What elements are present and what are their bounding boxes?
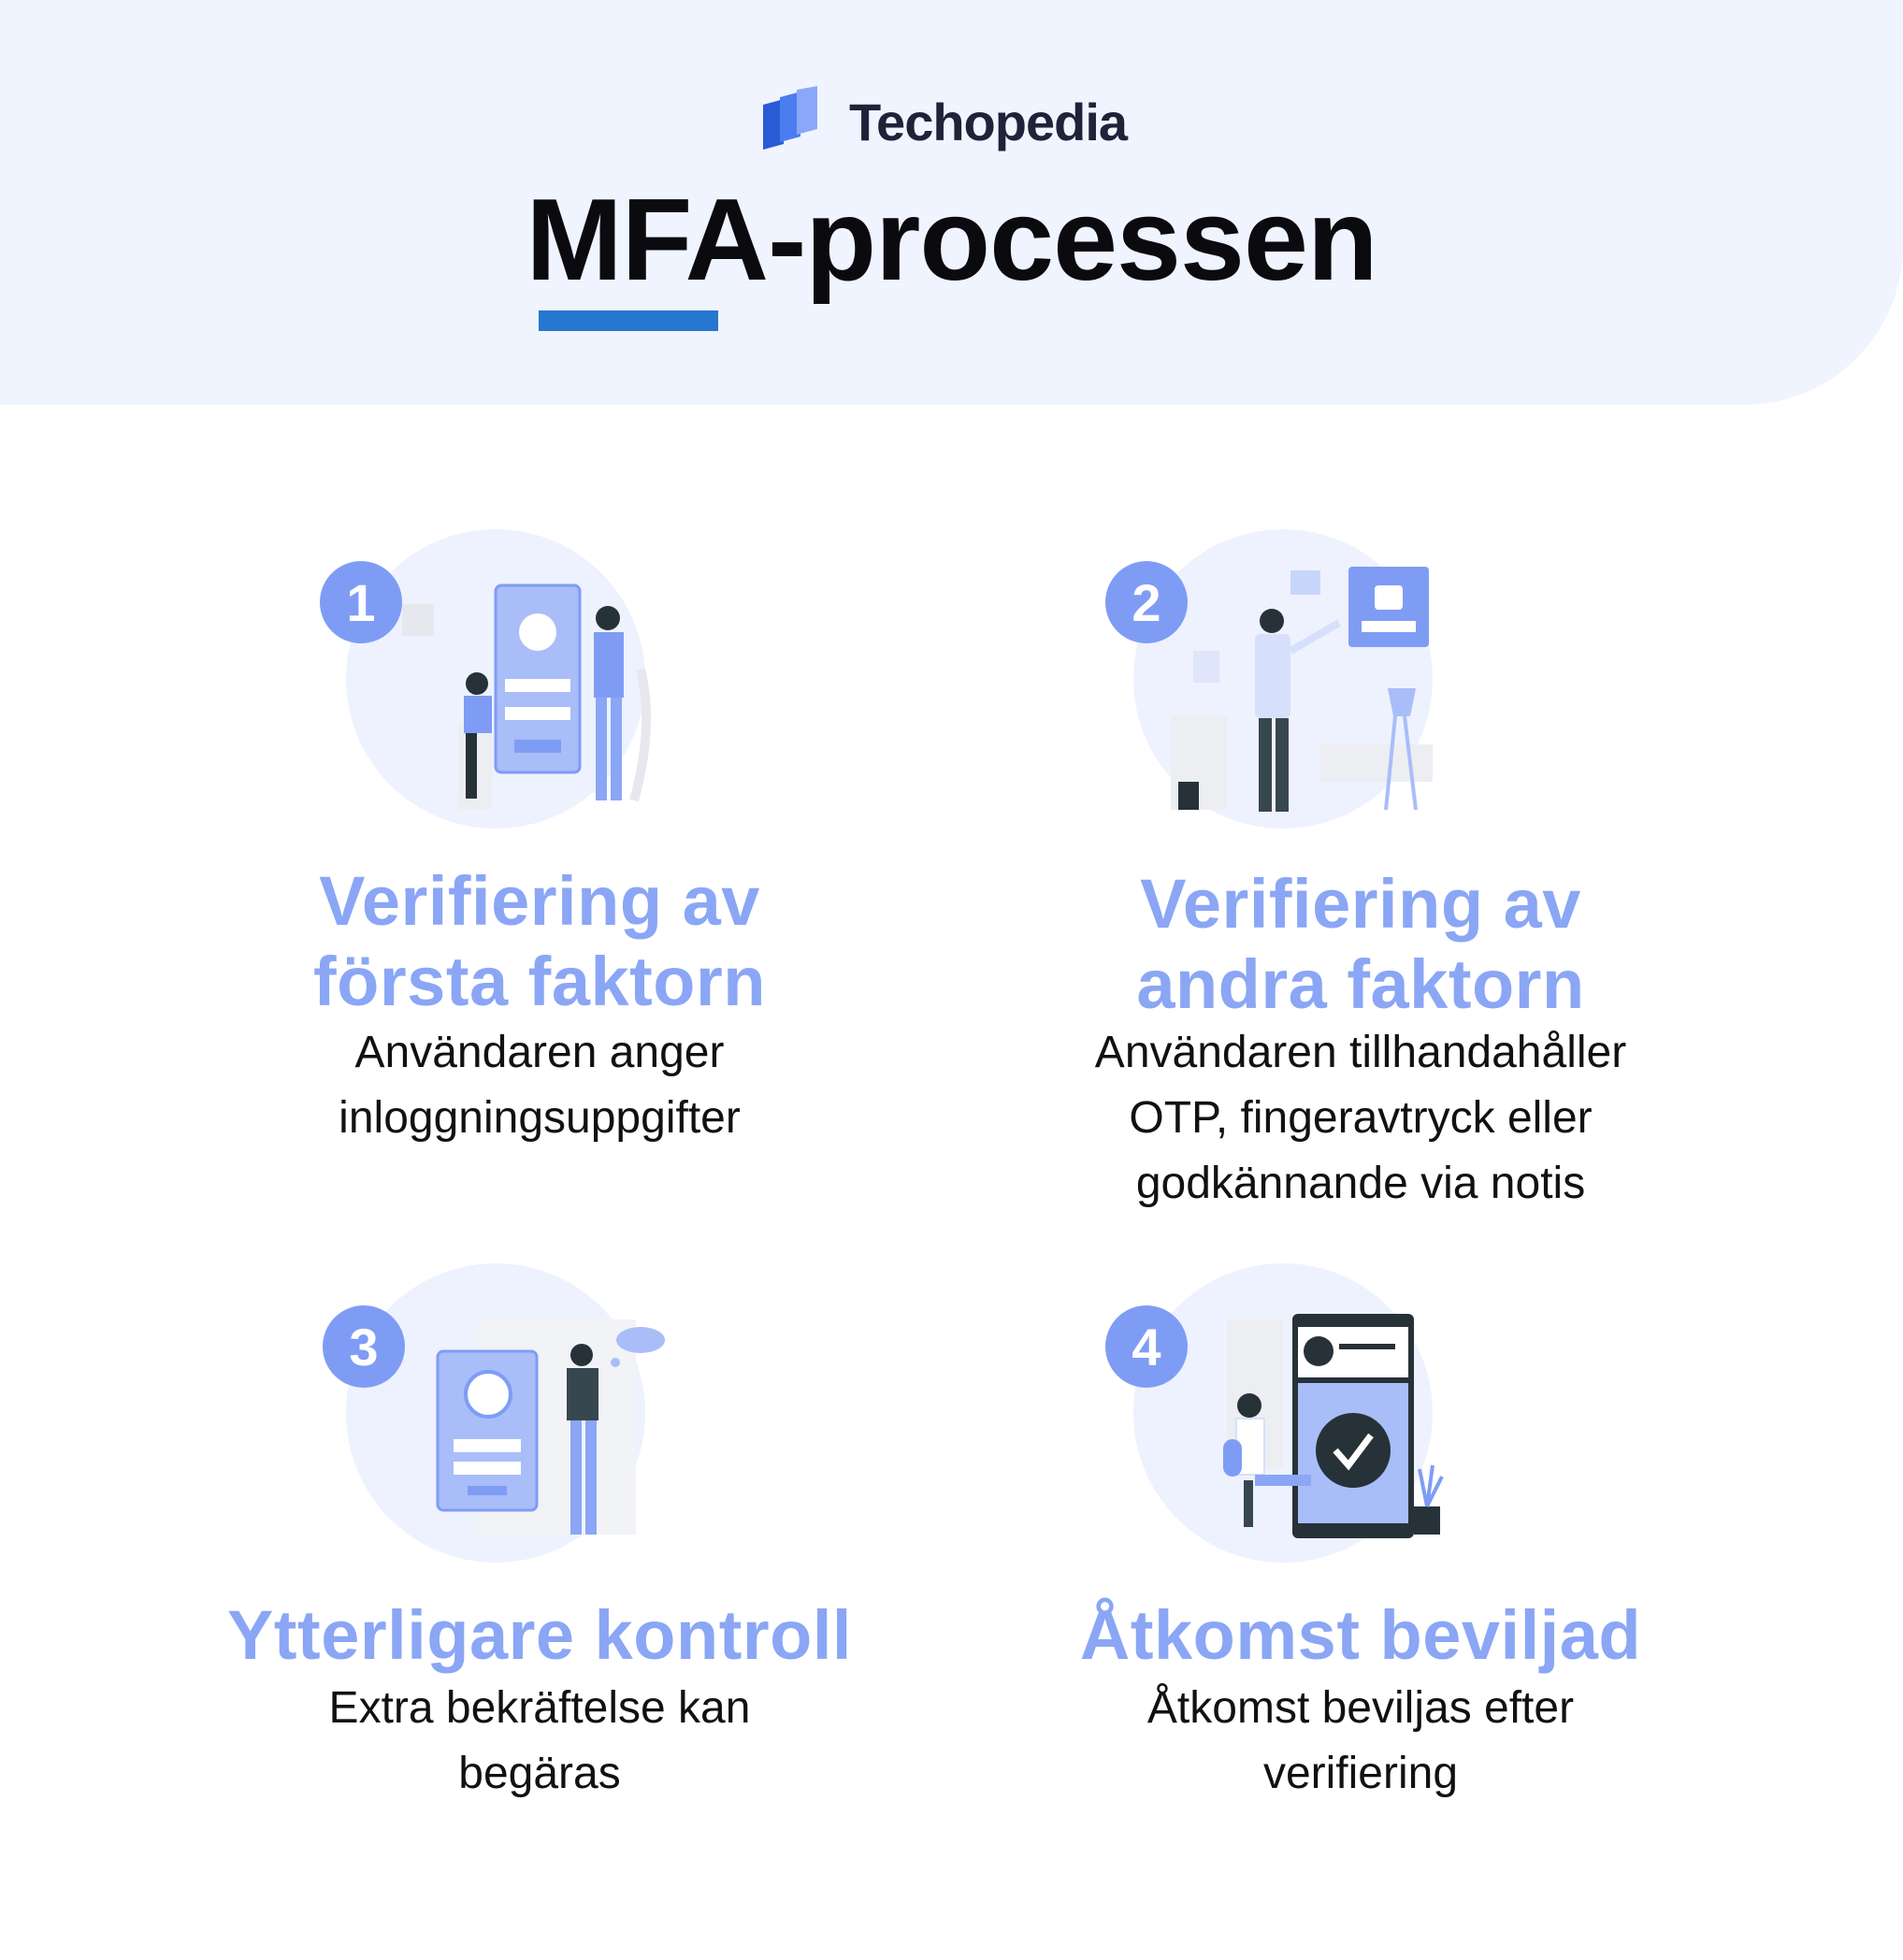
step-title: Ytterligare kontroll bbox=[227, 1596, 852, 1674]
step-1: 1 Verifiering av första faktorn Användar… bbox=[119, 529, 960, 1184]
step-4: 4 Åtkomst beviljad Åtkomst beviljas efte… bbox=[940, 1263, 1781, 1824]
step-number-badge: 1 bbox=[320, 561, 402, 643]
step-3: 3 Ytterligare kontroll Extra bekräftelse… bbox=[119, 1263, 960, 1824]
step-description: Extra bekräftelse kan bbox=[328, 1683, 751, 1733]
step-description-line2: inloggningsuppgifter bbox=[339, 1093, 741, 1143]
step-number-badge: 3 bbox=[323, 1305, 405, 1388]
header-background bbox=[0, 0, 1903, 405]
step-title: Verifiering av bbox=[319, 862, 760, 940]
brand-name: Techopedia bbox=[849, 92, 1128, 151]
techopedia-logo-icon bbox=[763, 86, 817, 150]
step-2: 2 Verifiering av andra faktorn Användare… bbox=[940, 529, 1781, 1240]
step-description-line2: verifiering bbox=[1262, 1749, 1459, 1798]
step-description-line2: begäras bbox=[458, 1749, 621, 1798]
step-description-line2: OTP, fingeravtryck eller bbox=[1129, 1093, 1593, 1143]
step-description: Användaren anger bbox=[354, 1028, 725, 1077]
step-number-badge: 4 bbox=[1105, 1305, 1188, 1388]
step-description: Åtkomst beviljas efter bbox=[1146, 1683, 1575, 1733]
step-description: Användaren tillhandahåller bbox=[1094, 1028, 1627, 1077]
title-underline bbox=[539, 310, 718, 331]
step-title: Verifiering av bbox=[1140, 865, 1581, 943]
step-title-line2: första faktorn bbox=[313, 943, 766, 1020]
step-description-line3: godkännande via notis bbox=[1135, 1159, 1586, 1208]
step-title-line2: andra faktorn bbox=[1136, 945, 1585, 1023]
step-number-badge: 2 bbox=[1105, 561, 1188, 643]
page-title: MFA-processen bbox=[526, 176, 1377, 305]
brand: Techopedia bbox=[759, 86, 1128, 157]
step-title: Åtkomst beviljad bbox=[1079, 1596, 1642, 1674]
